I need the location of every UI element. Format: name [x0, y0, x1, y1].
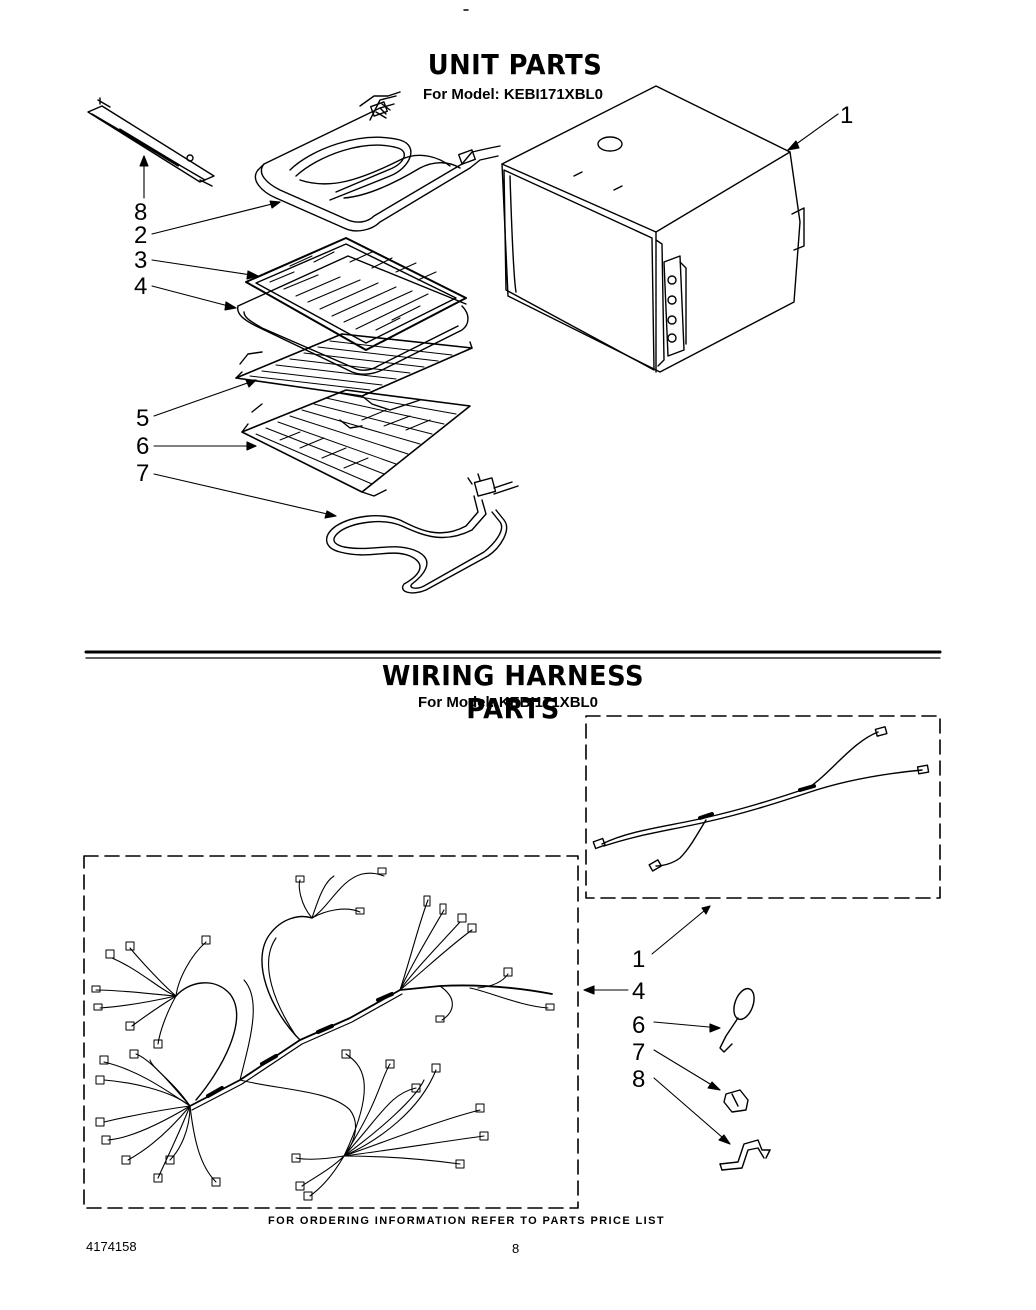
callout-wiring-1: 1	[632, 946, 646, 973]
doc-number: 4174158	[86, 1239, 137, 1254]
wiring-harness-part-4	[91, 867, 555, 1201]
oven-cavity-part-1	[501, 85, 805, 373]
callout-unit-1: 1	[840, 102, 854, 129]
unit-parts-model-line: For Model: KEBI171XBL0	[423, 86, 604, 103]
clip-part-7	[723, 1089, 749, 1113]
wire-tie-part-6	[719, 987, 755, 1053]
unit-leader-lines	[139, 113, 839, 519]
harness-4-dashed-box	[83, 855, 579, 1209]
broiler-pan-part-4	[237, 255, 469, 375]
wiring-parts-title: WIRING HARNESS PARTS	[382, 659, 644, 725]
callout-wiring-7: 7	[632, 1039, 646, 1066]
callout-unit-4: 4	[134, 273, 148, 300]
section-divider	[84, 650, 942, 659]
callout-unit-8: 8	[134, 199, 148, 226]
oven-rack-part-5	[235, 333, 473, 411]
oven-rack-part-6	[241, 389, 471, 497]
unit-parts-title: UNIT PARTS	[427, 48, 603, 81]
wiring-leader-lines	[583, 905, 731, 1145]
ordering-note: FOR ORDERING INFORMATION REFER TO PARTS …	[268, 1215, 665, 1227]
wiring-parts-model-line: For Model: KEBI171XBL0	[418, 694, 599, 711]
callout-wiring-4: 4	[632, 978, 646, 1005]
bracket-part-8-wiring	[719, 1139, 771, 1171]
broil-element-part-2	[254, 91, 501, 232]
page-number: 8	[512, 1241, 520, 1256]
callout-unit-3: 3	[134, 247, 148, 274]
callout-wiring-6: 6	[632, 1012, 646, 1039]
wiring-harness-part-1	[592, 726, 930, 872]
callout-unit-2: 2	[134, 222, 148, 249]
bracket-part-8	[87, 97, 215, 187]
broiler-grid-part-3	[245, 237, 467, 351]
callout-unit-6: 6	[136, 433, 150, 460]
harness-1-dashed-box	[585, 715, 941, 899]
callout-wiring-8: 8	[632, 1066, 646, 1093]
callout-unit-7: 7	[136, 460, 150, 487]
bake-element-part-7	[326, 473, 519, 594]
callout-unit-5: 5	[136, 405, 150, 432]
